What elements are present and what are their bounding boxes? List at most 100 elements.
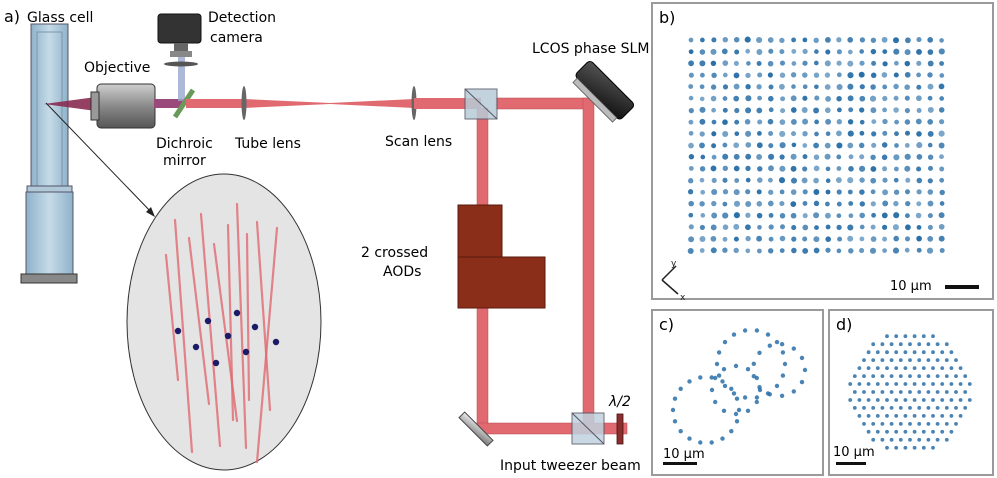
trap-spot xyxy=(720,436,725,441)
trap-spot xyxy=(871,119,877,124)
trap-spot xyxy=(870,177,877,184)
trap-spot xyxy=(813,142,819,149)
trap-spot xyxy=(824,153,831,160)
trap-spot xyxy=(802,60,808,66)
trap-spot xyxy=(780,96,786,102)
trap-spot xyxy=(711,177,717,183)
panel-c: c) 10 μm xyxy=(651,309,824,476)
trap-spot xyxy=(721,48,728,55)
trap-spot xyxy=(745,408,751,413)
tweezer-line xyxy=(255,226,279,464)
trap-spot xyxy=(778,83,785,90)
trap-spot xyxy=(768,48,774,54)
trap-spot xyxy=(885,445,889,450)
trap-spot xyxy=(700,213,706,218)
trap-spot xyxy=(700,37,705,43)
trap-spot xyxy=(894,366,899,370)
trap-spot xyxy=(687,189,694,195)
trap-spot xyxy=(881,224,888,230)
trap-spot xyxy=(927,119,934,125)
trap-spot xyxy=(916,60,922,66)
trap-spot xyxy=(768,165,774,172)
trap-spot xyxy=(801,107,808,113)
trap-spot xyxy=(859,95,866,102)
beam-to-slm xyxy=(495,97,589,110)
trap-spot xyxy=(734,419,740,424)
trap-spot xyxy=(917,406,922,410)
trap-spot xyxy=(967,398,972,402)
beam-collimated-2 xyxy=(414,98,481,109)
trap-spot xyxy=(875,414,880,418)
scale-bar-c-label: 10 μm xyxy=(663,447,705,462)
trap-spot xyxy=(716,350,722,355)
trap-spot xyxy=(688,119,694,125)
trap-spot xyxy=(894,131,899,137)
trap-spot xyxy=(921,398,926,402)
trap-spot xyxy=(916,142,923,149)
trap-spot xyxy=(869,247,877,254)
trap-spot xyxy=(756,107,763,114)
trap-spot xyxy=(779,130,786,137)
trap-spot xyxy=(871,212,876,218)
trap-spot xyxy=(905,37,911,44)
trap-spot xyxy=(733,153,740,160)
trap-spot xyxy=(870,48,877,55)
trap-spot xyxy=(791,236,797,242)
trap-spot xyxy=(699,131,705,137)
trap-spot xyxy=(734,396,740,401)
trap-spot xyxy=(859,130,865,136)
trap-spot xyxy=(790,107,797,113)
trap-spot xyxy=(871,422,876,426)
trap-spot xyxy=(768,131,774,136)
trap-spot xyxy=(938,142,945,149)
trap-spot xyxy=(870,166,877,172)
trap-spot xyxy=(866,429,871,434)
trap-spot xyxy=(885,350,889,355)
trap-spot xyxy=(699,106,706,113)
trap-spot xyxy=(921,366,926,370)
trap-spot xyxy=(898,390,903,394)
trap-spot xyxy=(802,224,809,231)
trap-spot xyxy=(767,200,774,207)
trap-spot xyxy=(904,153,911,160)
trap-spot xyxy=(733,142,740,149)
trap-spot xyxy=(880,437,885,442)
dichroic-mirror xyxy=(172,88,196,119)
trap-spot xyxy=(779,189,785,195)
trap-spot xyxy=(813,247,820,254)
trap-spot xyxy=(939,119,945,125)
trap-spot xyxy=(871,374,876,378)
trap-spot xyxy=(836,130,842,137)
trap-spot xyxy=(893,107,899,113)
trap-spot xyxy=(791,61,797,66)
trap-spot xyxy=(698,440,703,445)
trap-spot xyxy=(836,154,842,160)
tube-lens xyxy=(241,86,247,120)
trap-spot xyxy=(720,379,725,384)
trap-spot xyxy=(791,247,797,254)
trap-spot xyxy=(824,107,831,114)
trap-spot xyxy=(688,107,694,114)
trap-spot xyxy=(699,201,705,207)
trap-spot xyxy=(813,236,820,243)
trap-spot xyxy=(774,383,780,389)
trap-spot xyxy=(779,49,785,55)
panel-a-label: a) xyxy=(4,7,20,26)
trap-spot xyxy=(733,363,739,369)
trap-spot xyxy=(917,342,922,347)
trap-spot xyxy=(768,95,774,102)
trap-spot xyxy=(935,374,940,378)
trap-spot xyxy=(938,48,945,55)
trap-spot xyxy=(714,361,720,367)
trap-spot xyxy=(882,130,888,136)
trap-spot xyxy=(779,37,785,44)
trap-spot xyxy=(824,84,831,90)
trap-spot xyxy=(802,200,808,206)
objective-label: Objective xyxy=(84,60,150,76)
trap-spot xyxy=(938,107,945,113)
tweezer-line xyxy=(199,212,222,448)
trap-spot xyxy=(813,72,820,78)
trap-spot xyxy=(889,374,894,378)
atom xyxy=(224,332,232,340)
trap-spot xyxy=(768,213,774,218)
